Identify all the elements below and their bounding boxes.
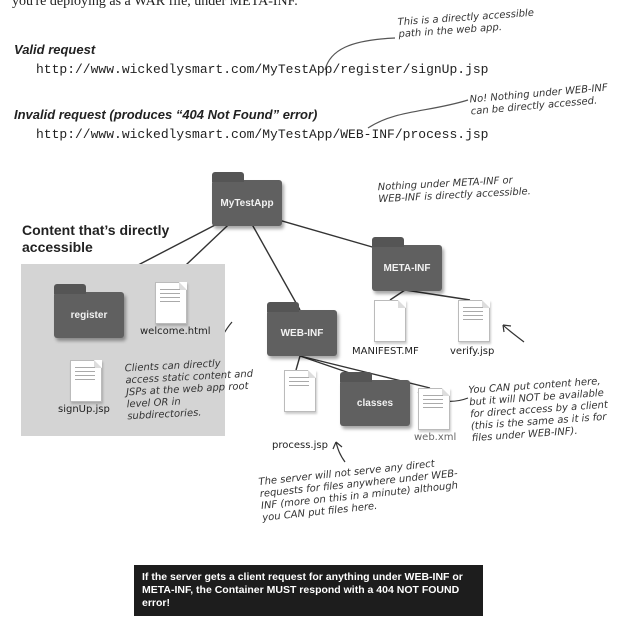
mytestapp-label: MyTestApp bbox=[220, 197, 274, 209]
signup-file-name: signUp.jsp bbox=[58, 404, 110, 415]
signup-file-icon bbox=[70, 360, 102, 402]
web-xml-file-name: web.xml bbox=[414, 432, 457, 443]
line-meta-verify bbox=[404, 289, 471, 301]
line-web-process bbox=[295, 355, 301, 371]
meta-inf-label: META-INF bbox=[383, 262, 431, 274]
welcome-file-icon bbox=[155, 282, 187, 324]
warning-box: If the server gets a client request for … bbox=[134, 565, 483, 616]
classes-folder-icon: classes bbox=[340, 372, 410, 426]
verify-file-icon bbox=[458, 300, 490, 342]
clients-access-note: Clients can directly access static conte… bbox=[124, 358, 254, 423]
process-file-icon bbox=[284, 370, 316, 412]
section-title: Content that’s directly accessible bbox=[22, 222, 170, 255]
line-meta-manifest bbox=[389, 289, 406, 301]
meta-inf-folder-icon: META-INF bbox=[372, 237, 442, 291]
process-file-name: process.jsp bbox=[272, 440, 328, 451]
classes-label: classes bbox=[356, 397, 394, 409]
valid-request-url: http://www.wickedlysmart.com/MyTestApp/r… bbox=[36, 62, 489, 77]
invalid-request-label: Invalid request (produces “404 Not Found… bbox=[14, 107, 318, 122]
register-folder-icon: register bbox=[54, 284, 124, 338]
web-xml-file-icon bbox=[418, 388, 450, 430]
server-arrowhead bbox=[332, 441, 343, 450]
manifest-file-icon bbox=[374, 300, 406, 342]
verify-file-name: verify.jsp bbox=[450, 346, 495, 357]
server-arrow bbox=[335, 441, 346, 463]
accessible-path-arrow bbox=[324, 37, 396, 71]
web-inf-label: WEB-INF bbox=[280, 327, 324, 339]
line-root-webinf bbox=[243, 209, 301, 311]
mytestapp-folder-icon: MyTestApp bbox=[212, 172, 282, 226]
verify-arrow bbox=[502, 324, 525, 343]
verify-arrowhead bbox=[502, 324, 512, 333]
web-inf-folder-icon: WEB-INF bbox=[267, 302, 337, 356]
valid-request-label: Valid request bbox=[14, 42, 96, 57]
warning-text: If the server gets a client request for … bbox=[142, 571, 463, 609]
intro-text: you're deploying as a WAR file, under ME… bbox=[12, 0, 298, 9]
welcome-file-name: welcome.html bbox=[140, 326, 211, 337]
invalid-request-url: http://www.wickedlysmart.com/MyTestApp/W… bbox=[36, 127, 489, 142]
register-label: register bbox=[70, 309, 108, 321]
no-web-inf-arrow bbox=[367, 99, 469, 129]
manifest-file-name: MANIFEST.MF bbox=[352, 346, 419, 357]
you-can-put-note: You CAN put content here, but it will NO… bbox=[468, 376, 609, 445]
